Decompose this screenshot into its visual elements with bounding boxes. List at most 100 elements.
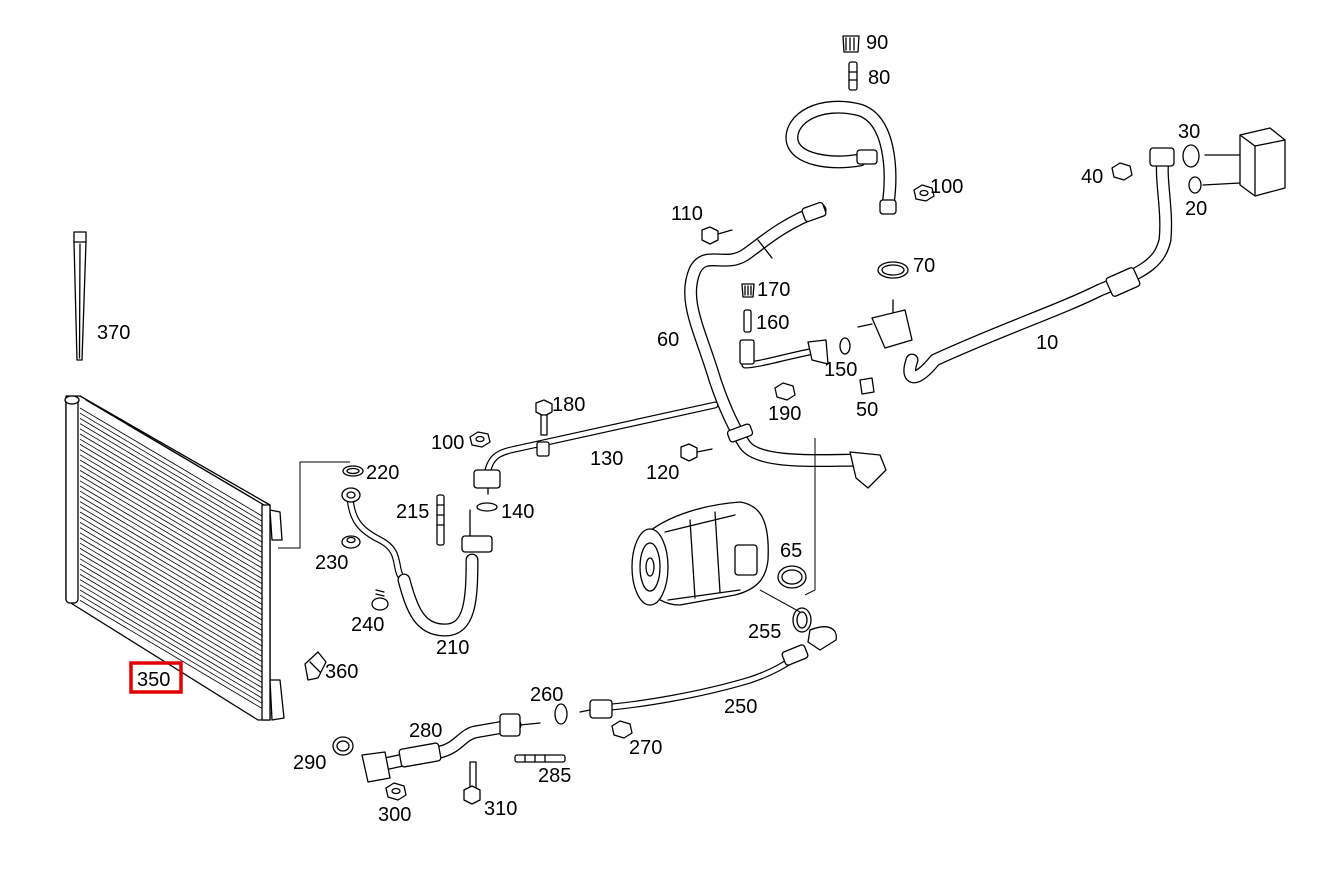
- condenser-fin: [79, 579, 263, 688]
- condenser-fin: [79, 501, 263, 610]
- label-190[interactable]: 190: [768, 403, 801, 425]
- hose-upper-loop: [785, 100, 897, 215]
- label-290[interactable]: 290: [293, 752, 326, 774]
- part-180-bolt[interactable]: [535, 399, 553, 436]
- condenser-fin: [79, 563, 263, 673]
- condenser-fin: [79, 480, 263, 590]
- label-270[interactable]: 270: [629, 737, 662, 759]
- part-110-bolt[interactable]: [701, 226, 733, 245]
- label-370[interactable]: 370: [97, 322, 130, 344]
- part-215-valve[interactable]: [436, 494, 445, 546]
- part-255-o-ring[interactable]: [792, 607, 812, 633]
- part-50-nut[interactable]: [859, 377, 875, 395]
- label-215[interactable]: 215: [396, 501, 429, 523]
- label-40[interactable]: 40: [1081, 166, 1103, 188]
- condenser-fin: [79, 532, 263, 642]
- label-170[interactable]: 170: [757, 279, 790, 301]
- label-240[interactable]: 240: [351, 614, 384, 636]
- label-160[interactable]: 160: [756, 312, 789, 334]
- label-65[interactable]: 65: [780, 540, 802, 562]
- label-255[interactable]: 255: [748, 621, 781, 643]
- label-20[interactable]: 20: [1185, 198, 1207, 220]
- condenser-fin: [79, 558, 263, 668]
- label-60[interactable]: 60: [657, 329, 679, 351]
- condenser-fin: [79, 464, 263, 574]
- label-80[interactable]: 80: [868, 67, 890, 89]
- part-220-o-ring[interactable]: [342, 465, 364, 477]
- label-210[interactable]: 210: [436, 637, 469, 659]
- label-360[interactable]: 360: [325, 661, 358, 683]
- part-170-cap[interactable]: [741, 283, 755, 298]
- part-230-nut[interactable]: [341, 535, 361, 549]
- part-280-line[interactable]: [361, 713, 541, 783]
- part-10-hose[interactable]: [857, 147, 1175, 384]
- part-130-line[interactable]: [473, 401, 719, 495]
- label-120[interactable]: 120: [646, 462, 679, 484]
- part-100-nut-left[interactable]: [469, 431, 491, 448]
- part-260-o-ring[interactable]: [554, 703, 568, 725]
- condenser-fin: [79, 475, 263, 584]
- condenser-fin: [79, 589, 263, 699]
- part-100-nut-right[interactable]: [913, 184, 935, 202]
- label-350[interactable]: 350: [137, 669, 170, 691]
- label-150[interactable]: 150: [824, 359, 857, 381]
- label-300[interactable]: 300: [378, 804, 411, 826]
- part-150-o-ring[interactable]: [839, 337, 851, 355]
- label-250[interactable]: 250: [724, 696, 757, 718]
- condenser-fin: [79, 542, 263, 652]
- part-190-nut[interactable]: [774, 382, 796, 401]
- condenser-fin: [79, 459, 263, 569]
- label-70[interactable]: 70: [913, 255, 935, 277]
- part-90-cap[interactable]: [842, 35, 860, 53]
- part-160-valve-core[interactable]: [743, 309, 752, 333]
- label-130[interactable]: 130: [590, 448, 623, 470]
- condenser-fin: [79, 522, 263, 631]
- label-280[interactable]: 280: [409, 720, 442, 742]
- condenser-fin: [79, 548, 263, 657]
- condenser-fin: [79, 574, 263, 683]
- condenser-fin: [79, 511, 263, 621]
- condenser-fin: [79, 449, 263, 558]
- part-290-o-ring[interactable]: [332, 736, 354, 756]
- part-40-nut[interactable]: [1111, 162, 1133, 181]
- part-250-line[interactable]: [579, 626, 837, 719]
- condenser-fin: [79, 496, 263, 605]
- label-50[interactable]: 50: [856, 399, 878, 421]
- part-120-bolt[interactable]: [680, 443, 713, 462]
- condenser-fin: [79, 485, 263, 595]
- part-310-bolt[interactable]: [463, 761, 481, 805]
- label-285[interactable]: 285: [538, 765, 571, 787]
- condenser-fin: [79, 527, 263, 636]
- label-140[interactable]: 140: [501, 501, 534, 523]
- label-100-upper[interactable]: 100: [930, 176, 963, 198]
- label-310[interactable]: 310: [484, 798, 517, 820]
- part-65-o-ring[interactable]: [777, 565, 807, 589]
- label-220[interactable]: 220: [366, 462, 399, 484]
- label-10[interactable]: 10: [1036, 332, 1058, 354]
- label-260[interactable]: 260: [530, 684, 563, 706]
- part-370-seal-strip[interactable]: [73, 231, 87, 361]
- part-30-o-ring[interactable]: [1182, 144, 1200, 168]
- part-210-line[interactable]: [341, 487, 493, 637]
- part-300-nut[interactable]: [385, 782, 407, 801]
- condenser-fin: [79, 433, 263, 543]
- part-285-valve[interactable]: [514, 754, 566, 763]
- label-180[interactable]: 180: [552, 394, 585, 416]
- part-80-valve-core[interactable]: [848, 61, 858, 91]
- label-110[interactable]: 110: [671, 203, 703, 225]
- condenser-fin: [79, 412, 263, 522]
- label-230[interactable]: 230: [315, 552, 348, 574]
- part-350-condenser[interactable]: [64, 395, 285, 721]
- label-100-lower[interactable]: 100: [431, 432, 464, 454]
- part-60-hose[interactable]: [684, 201, 887, 489]
- part-20-o-ring[interactable]: [1188, 176, 1202, 194]
- part-360-pressure-switch[interactable]: [304, 651, 327, 681]
- part-70-o-ring[interactable]: [877, 261, 909, 279]
- part-140-o-ring[interactable]: [476, 502, 498, 512]
- label-90[interactable]: 90: [866, 32, 888, 54]
- part-270-nut[interactable]: [611, 720, 633, 739]
- condenser-fin: [79, 516, 263, 626]
- part-240-screw[interactable]: [371, 589, 389, 611]
- label-30[interactable]: 30: [1178, 121, 1200, 143]
